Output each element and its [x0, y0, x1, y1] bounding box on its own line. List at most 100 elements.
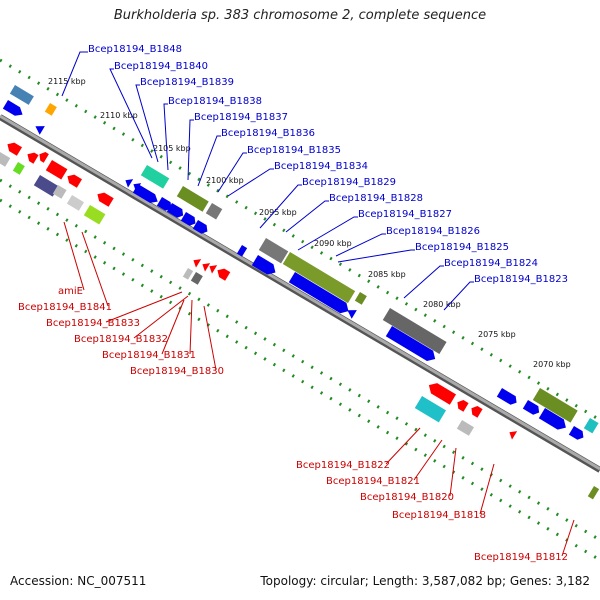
forward-genes: [2, 85, 599, 440]
reverse-gene-label: Bcep18194_B1821: [326, 476, 420, 487]
reverse-gene-label: amiE: [58, 286, 83, 297]
kbp-tick-label: 2070 kbp: [533, 360, 571, 369]
reverse-gene-label: Bcep18194_B1820: [360, 492, 454, 503]
reverse-gene-label: Bcep18194_B1832: [74, 334, 168, 345]
label-leader: [217, 152, 247, 193]
label-leader: [335, 233, 386, 257]
label-leader: [227, 168, 274, 197]
gene-arrow: [382, 308, 447, 354]
label-leader: [337, 249, 415, 263]
forward-gene-label: Bcep18194_B1840: [114, 61, 208, 72]
gene-arrow: [236, 245, 248, 257]
label-leader: [443, 281, 474, 311]
gene-arrow: [428, 383, 457, 405]
gene-arrow: [125, 179, 134, 188]
forward-gene-label: Bcep18194_B1836: [221, 128, 315, 139]
kbp-tick-label: 2115 kbp: [48, 77, 86, 86]
gene-arrow: [457, 400, 469, 412]
label-leader: [189, 299, 193, 355]
label-leader: [163, 103, 169, 171]
gene-arrow: [97, 192, 114, 207]
gene-arrow: [45, 160, 68, 180]
gene-arrow: [414, 396, 447, 423]
gene-arrow: [251, 255, 276, 275]
label-leader: [203, 305, 217, 371]
gene-arrow: [39, 152, 49, 163]
label-leader: [61, 51, 88, 97]
gene-arrow: [509, 431, 518, 440]
gene-arrow: [587, 486, 600, 500]
gene-arrow: [205, 203, 223, 220]
kbp-tick-label: 2110 kbp: [100, 111, 138, 120]
gene-arrow: [66, 195, 85, 211]
gene-arrow: [180, 212, 196, 226]
outer-tick-track: [0, 58, 600, 422]
label-leader: [105, 291, 183, 323]
reverse-gene-labels: [63, 221, 575, 557]
gene-arrow: [12, 162, 25, 175]
label-leader: [449, 447, 457, 497]
forward-gene-labels: [61, 51, 474, 311]
map-title: Burkholderia sp. 383 chromosome 2, compl…: [113, 8, 487, 23]
label-leader: [561, 519, 575, 557]
gene-arrow: [67, 174, 83, 188]
label-leader: [285, 200, 329, 233]
forward-gene-label: Bcep18194_B1839: [140, 77, 234, 88]
kbp-tick-label: 2085 kbp: [368, 270, 406, 279]
reverse-gene-label: Bcep18194_B1841: [18, 302, 112, 313]
reverse-gene-label: Bcep18194_B1812: [474, 552, 568, 563]
gene-arrow: [583, 418, 599, 434]
forward-gene-label: Bcep18194_B1826: [386, 226, 480, 237]
gene-arrow: [385, 326, 436, 362]
gene-arrow: [282, 251, 356, 304]
gene-arrow: [2, 100, 23, 116]
kbp-tick-label: 2080 kbp: [423, 300, 461, 309]
gene-arrow: [166, 203, 184, 218]
forward-gene-label: Bcep18194_B1825: [415, 242, 509, 253]
forward-gene-label: Bcep18194_B1838: [168, 96, 262, 107]
reverse-genes: [0, 142, 600, 500]
label-leader: [81, 231, 109, 307]
gene-arrow: [258, 238, 289, 264]
reverse-gene-label: Bcep18194_B1831: [102, 350, 196, 361]
gene-arrow: [44, 103, 57, 116]
gene-arrow: [471, 406, 483, 418]
forward-gene-label: Bcep18194_B1823: [474, 274, 568, 285]
gene-arrow: [354, 292, 367, 305]
reverse-gene-label: Bcep18194_B1818: [392, 510, 486, 521]
gene-arrow: [176, 186, 209, 212]
accession-text: Accession: NC_007511: [10, 574, 147, 588]
label-leader: [297, 216, 358, 251]
gene-arrow: [0, 152, 11, 167]
gene-arrow: [192, 220, 208, 234]
gene-arrow: [209, 265, 218, 274]
label-leader: [63, 221, 85, 291]
forward-gene-label: Bcep18194_B1827: [358, 209, 452, 220]
label-leader: [197, 135, 221, 187]
middle-tick-track: [0, 178, 600, 542]
gene-arrow: [27, 152, 39, 164]
kbp-tick-label: 2095 kbp: [259, 208, 297, 217]
kbp-tick-label: 2075 kbp: [478, 330, 516, 339]
forward-gene-label: Bcep18194_B1848: [88, 44, 182, 55]
kbp-tick-label: 2105 kbp: [153, 144, 191, 153]
gene-arrow: [83, 205, 106, 225]
gene-arrow: [193, 259, 202, 268]
label-leader: [413, 439, 443, 481]
gene-arrow: [35, 126, 45, 135]
sequence-backbone: [0, 114, 600, 473]
gene-arrow: [33, 175, 59, 197]
forward-gene-label: Bcep18194_B1837: [194, 112, 288, 123]
gene-arrow: [182, 268, 194, 280]
label-leader: [385, 427, 421, 465]
gene-arrow: [9, 85, 34, 105]
gene-arrow: [538, 408, 566, 430]
label-leader: [133, 295, 189, 339]
gene-arrow: [52, 185, 67, 199]
gene-arrow: [568, 426, 584, 440]
label-leader: [135, 84, 159, 163]
gene-arrow: [202, 263, 211, 272]
label-leader: [403, 265, 444, 299]
gene-arrow: [522, 400, 540, 415]
